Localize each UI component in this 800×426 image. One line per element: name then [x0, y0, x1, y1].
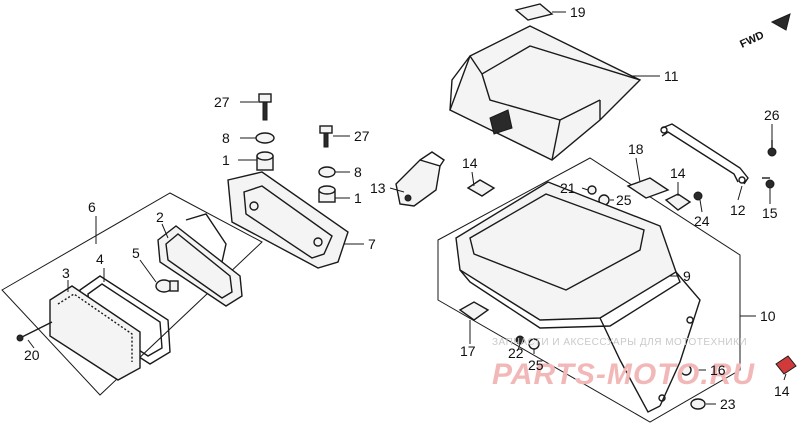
callout-labels: 19 11 27 8 1 27 8 1 14 13 18 14 26 21 25…	[24, 4, 790, 412]
part-21-screw	[587, 185, 597, 195]
callout-11: 11	[664, 68, 679, 84]
callout-7: 7	[368, 236, 376, 252]
callout-4: 4	[96, 251, 104, 267]
callout-2: 2	[156, 209, 164, 225]
leader-lines	[27, 11, 787, 405]
part-27-bolt-right	[319, 125, 333, 148]
part-11-cover	[449, 25, 642, 161]
callout-19: 19	[570, 4, 586, 20]
callout-9: 9	[683, 268, 691, 284]
part-14-clip-lower	[775, 355, 797, 375]
callout-24: 24	[694, 213, 710, 229]
callout-25-upper: 25	[616, 192, 632, 208]
lamp-group-outline	[1, 192, 263, 396]
part-15-bolt	[762, 177, 775, 189]
part-9-tray	[455, 181, 701, 413]
callout-13: 13	[370, 180, 386, 196]
part-24-nut	[693, 191, 703, 201]
part-26-bolt	[767, 140, 777, 157]
callout-5: 5	[132, 245, 140, 261]
part-16-grommet	[680, 364, 692, 376]
part-19-tag	[514, 3, 554, 21]
part-23-cap	[690, 398, 706, 410]
callout-25-lower: 25	[528, 357, 544, 373]
callout-27-right: 27	[354, 128, 370, 144]
callout-22: 22	[508, 345, 524, 361]
part-1-collar-left	[256, 151, 274, 171]
callout-14-right: 14	[670, 165, 686, 181]
part-3-lens	[49, 285, 141, 381]
part-20-screw	[16, 321, 53, 342]
watermark-logo: PARTS-MOTO.RU	[492, 358, 755, 391]
callout-23: 23	[720, 396, 736, 412]
callout-3: 3	[62, 265, 70, 281]
part-12-stay	[660, 123, 749, 185]
part-8-grommet-left	[255, 132, 275, 144]
seat-base-group-outline	[437, 157, 741, 423]
callout-6: 6	[88, 199, 96, 215]
callout-17: 17	[460, 343, 476, 359]
forward-direction-indicator: FWD	[738, 13, 791, 51]
callout-20: 20	[24, 347, 40, 363]
part-8-grommet-right	[318, 166, 336, 178]
fwd-label: FWD	[738, 29, 766, 50]
callout-14-upper: 14	[462, 155, 478, 171]
part-1-collar-right	[318, 185, 336, 203]
callout-27-left: 27	[214, 94, 230, 110]
part-13-clamp	[395, 151, 445, 207]
part-5-bulb	[155, 279, 179, 293]
callout-15: 15	[762, 205, 778, 221]
part-18-plate	[626, 177, 670, 199]
callout-8-left: 8	[222, 130, 230, 146]
callout-14-lower: 14	[774, 383, 790, 399]
part-17-clip	[458, 301, 490, 321]
part-14-clip-right	[664, 193, 692, 211]
watermark-caption: ЗАПЧАСТИ И АКСЕССУАРЫ ДЛЯ МОТОТЕХНИКИ	[492, 337, 747, 348]
callout-12: 12	[730, 202, 746, 218]
callout-26: 26	[764, 107, 780, 123]
part-14-clip-upper	[466, 179, 496, 197]
part-2-lamp-housing	[157, 213, 243, 307]
callout-1-left: 1	[222, 152, 230, 168]
callout-10: 10	[760, 308, 776, 324]
callout-21: 21	[560, 180, 576, 196]
callout-1-right: 1	[354, 190, 362, 206]
callout-8-right: 8	[354, 164, 362, 180]
callout-18: 18	[628, 141, 644, 157]
callout-16: 16	[710, 362, 726, 378]
part-27-bolt-left	[258, 93, 272, 121]
part-7-lamp-bracket	[227, 171, 349, 269]
